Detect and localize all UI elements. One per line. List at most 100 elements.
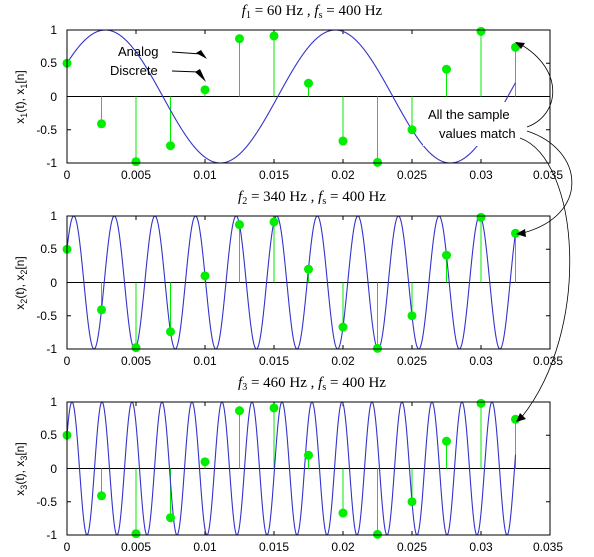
- panel-2-ylabel: x2(t), x2[n]: [13, 256, 29, 309]
- sample-point: [442, 64, 451, 74]
- panel-2: f2 = 340 Hz , fs = 400 Hz x2(t), x2[n] 1…: [13, 189, 563, 368]
- sample-point: [373, 157, 382, 167]
- sample-point: [407, 497, 417, 507]
- panel-2-xtick-label: 0.005: [121, 354, 151, 368]
- analog-curve: [66, 29, 516, 164]
- discrete-arrowhead: [195, 69, 206, 82]
- sample-point: [131, 529, 141, 539]
- panel-3-ytick-label: 1: [50, 395, 57, 409]
- panel-2-yticklabels: 1 0.5 0 -0.5 -1: [36, 209, 57, 356]
- panel-3-xtick-label: 0.015: [259, 540, 289, 554]
- panel-1-ytick-label: -0.5: [36, 123, 57, 137]
- panel-3-xtick-label: 0.025: [397, 540, 427, 554]
- analog-curve: [66, 401, 517, 536]
- sample-point: [269, 217, 279, 227]
- sample-point: [269, 31, 279, 41]
- sample-point: [200, 457, 210, 467]
- arrowhead-panel-3: [516, 413, 526, 422]
- sample-point: [511, 414, 520, 424]
- panel-1-xtick-label: 0.025: [397, 168, 427, 182]
- note-line-1: All the sample: [428, 107, 510, 122]
- sample-point: [373, 529, 382, 539]
- sample-point: [338, 136, 348, 146]
- sample-point: [131, 343, 141, 353]
- panel-2-xtick-label: 0.035: [533, 354, 563, 368]
- panel-3-title: f3 = 460 Hz , fs = 400 Hz: [238, 375, 386, 393]
- panel-1-xtick-label: 0.005: [121, 168, 151, 182]
- sample-point: [200, 85, 210, 95]
- panel-3-ytick-label: -0.5: [36, 495, 57, 509]
- panel-3-ylabel: x3(t), x3[n]: [13, 442, 29, 495]
- sample-point: [97, 305, 106, 315]
- panel-2-title: f2 = 340 Hz , fs = 400 Hz: [238, 189, 386, 207]
- panel-3-xtick-label: 0.03: [469, 540, 493, 554]
- connector-to-panel-2: [522, 130, 573, 234]
- discrete-label: Discrete: [110, 63, 158, 78]
- panel-1-yticklabels: 1 0.5 0 -0.5 -1: [36, 23, 57, 170]
- sample-point: [338, 508, 348, 518]
- panel-1-xtick-label: 0.02: [331, 168, 355, 182]
- sample-point: [407, 125, 417, 135]
- panel-3-ytick-label: 0.5: [40, 428, 57, 442]
- panel-1-xtick-label: 0.015: [259, 168, 289, 182]
- sample-point: [304, 264, 313, 274]
- sample-point: [166, 513, 175, 523]
- sample-point: [235, 220, 244, 230]
- sample-point: [511, 228, 520, 238]
- panel-1-xtick-label: 0: [64, 168, 71, 182]
- panel-2-xtick-label: 0.01: [193, 354, 217, 368]
- sample-point: [304, 450, 313, 460]
- panel-2-xtick-label: 0.02: [331, 354, 355, 368]
- panel-3-ytick-label: -1: [46, 528, 57, 542]
- panel-3-frame: [66, 401, 551, 536]
- panel-3-xtick-label: 0.02: [331, 540, 355, 554]
- panel-2-ytick-label: 0: [50, 276, 57, 290]
- sample-point: [338, 322, 348, 332]
- panel-2-ytick-label: 0.5: [40, 242, 57, 256]
- sample-point: [235, 406, 244, 416]
- panel-1-xtick-label: 0.03: [469, 168, 493, 182]
- panel-3-marks: [62, 398, 551, 539]
- analog-pointer: [171, 51, 202, 55]
- sample-point: [304, 78, 313, 88]
- panel-3-xtick-label: 0: [64, 540, 71, 554]
- panel-1-ytick-label: 0.5: [40, 56, 57, 70]
- sample-point: [476, 26, 486, 36]
- sample-point: [235, 34, 244, 44]
- panel-1-xticklabels: 0 0.005 0.01 0.015 0.02 0.025 0.03 0.035: [64, 168, 564, 182]
- panel-1-title: f1 = 60 Hz , fs = 400 Hz: [242, 3, 383, 21]
- sample-point: [442, 436, 451, 446]
- connector-to-panel-1: [519, 43, 554, 128]
- panel-2-marks: [62, 212, 551, 353]
- sample-point: [200, 271, 210, 281]
- panel-1-xtick-label: 0.035: [533, 168, 563, 182]
- sample-point: [442, 250, 451, 260]
- panel-1-ylabel: x1(t), x1[n]: [13, 70, 29, 123]
- panel-2-xtick-label: 0.03: [469, 354, 493, 368]
- connector-to-panel-3: [519, 137, 571, 419]
- sample-point: [373, 343, 382, 353]
- panel-1-xtick-label: 0.01: [193, 168, 217, 182]
- note-background: [423, 102, 531, 146]
- panel-1: f1 = 60 Hz , fs = 400 Hz x1(t), x1[n] 1 …: [13, 3, 563, 182]
- arrowhead-panel-2: [516, 229, 526, 237]
- panel-2-ytick-label: 1: [50, 209, 57, 223]
- panel-2-xtick-label: 0.025: [397, 354, 427, 368]
- sample-point: [97, 491, 106, 501]
- panel-2-ytick-label: -1: [46, 342, 57, 356]
- panel-2-xtick-label: 0: [64, 354, 71, 368]
- panel-1-ytick-label: 1: [50, 23, 57, 37]
- analog-curve: [66, 215, 517, 350]
- discrete-pointer: [171, 70, 200, 73]
- panel-3-xtick-label: 0.01: [193, 540, 217, 554]
- note-connectors: [515, 42, 573, 422]
- sample-point: [476, 398, 486, 408]
- panel-3-xticklabels: 0 0.005 0.01 0.015 0.02 0.025 0.03 0.035: [64, 540, 564, 554]
- panel-2-ytick-label: -0.5: [36, 309, 57, 323]
- arrowhead-panel-1: [515, 42, 525, 49]
- sample-point: [407, 311, 417, 321]
- sample-point: [269, 403, 279, 413]
- panel-1-ytick-label: -1: [46, 156, 57, 170]
- panel-3-ytick-label: 0: [50, 462, 57, 476]
